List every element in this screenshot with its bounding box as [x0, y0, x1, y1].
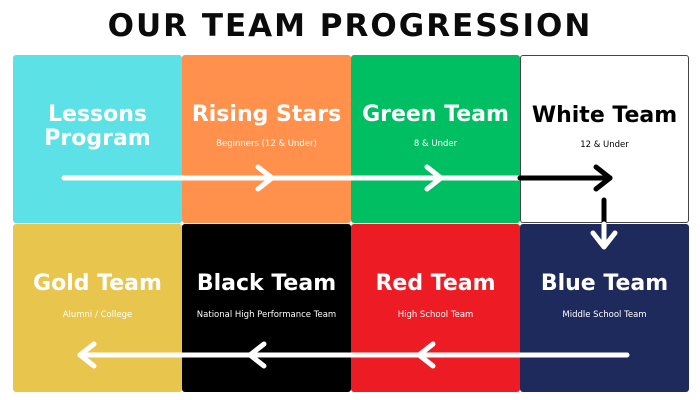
- tile-green-team: Green Team 8 & Under: [351, 55, 520, 223]
- tile-name: Black Team: [196, 271, 337, 296]
- tile-white-team: White Team 12 & Under: [520, 55, 689, 223]
- tile-subtitle: 12 & Under: [580, 140, 629, 151]
- tile-gold-team: Gold Team Alumni / College: [13, 224, 182, 392]
- tile-name: Blue Team: [540, 271, 669, 296]
- tile-subtitle: Beginners (12 & Under): [216, 139, 317, 150]
- tile-name: Rising Stars: [191, 102, 342, 127]
- tile-subtitle: National High Performance Team: [196, 310, 337, 321]
- tile-black-team: Black Team National High Performance Tea…: [182, 224, 351, 392]
- tile-lessons-program: Lessons Program: [13, 55, 182, 223]
- tile-rising-stars: Rising Stars Beginners (12 & Under): [182, 55, 351, 223]
- tile-name: Red Team: [375, 271, 496, 296]
- tile-subtitle: High School Team: [397, 310, 474, 321]
- tile-name: White Team: [531, 103, 678, 128]
- tile-red-team: Red Team High School Team: [351, 224, 520, 392]
- tile-blue-team: Blue Team Middle School Team: [520, 224, 689, 392]
- tile-name: Gold Team: [33, 271, 162, 296]
- page-title: OUR TEAM PROGRESSION: [107, 8, 593, 44]
- tile-subtitle: Middle School Team: [562, 310, 647, 321]
- tile-name: Green Team: [362, 102, 509, 127]
- tile-name: Lessons Program: [44, 102, 151, 152]
- tile-subtitle: Alumni / College: [62, 310, 133, 321]
- tile-subtitle: 8 & Under: [413, 139, 458, 150]
